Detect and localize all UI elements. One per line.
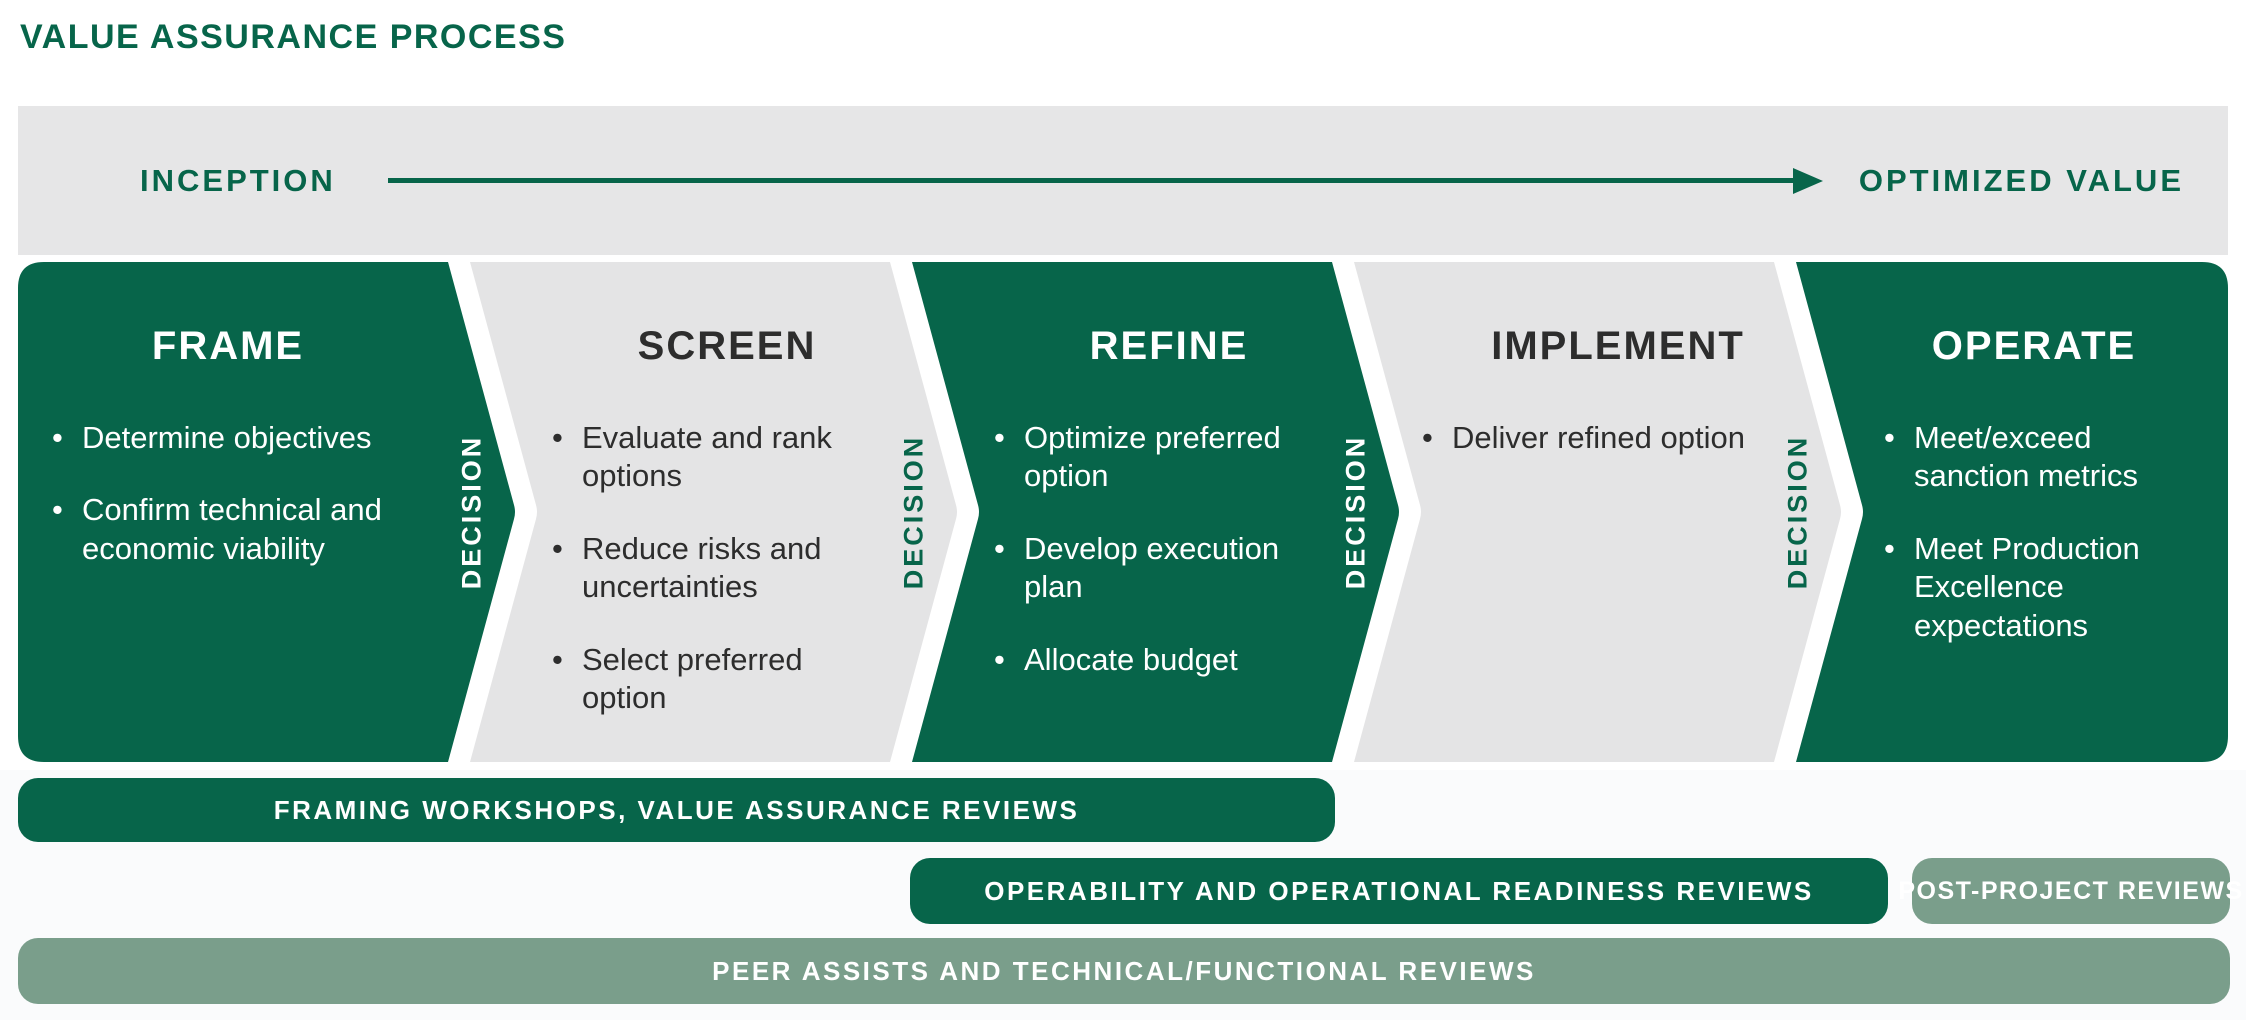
review-bar-post-project: POST-PROJECT REVIEWS — [1898, 858, 2242, 924]
decision-label-screen-refine: DECISION — [898, 434, 929, 590]
stage-title: FRAME — [151, 324, 305, 368]
bullet-dot-icon: • — [1884, 530, 1895, 566]
stage-implement-content: IMPLEMENT • Deliver refined option — [1422, 324, 1814, 457]
bullet-item: • Evaluate and rank options — [552, 420, 832, 494]
review-bar-peer-assists: PEER ASSISTS AND TECHNICAL/FUNCTIONAL RE… — [18, 938, 2230, 1004]
review-bar-operability-readiness: OPERABILITY AND OPERATIONAL READINESS RE… — [910, 858, 1888, 924]
stage-screen: SCREEN • Evaluate and rank options • Red… — [460, 262, 970, 762]
flow-arrow — [387, 167, 1823, 194]
review-bar-label: OPERABILITY AND OPERATIONAL READINESS RE… — [984, 875, 1814, 906]
bullet-dot-icon: • — [1422, 420, 1433, 455]
chevron-shape — [18, 262, 515, 762]
bullet-dot-icon: • — [994, 641, 1005, 677]
bullet-dot-icon: • — [552, 530, 563, 566]
stage-operate: OPERATE • Meet/exceed sanction metrics •… — [1786, 262, 2228, 762]
bullet-list: • Determine objectives • Confirm technic… — [52, 419, 404, 568]
stage-screen-content: SCREEN • Evaluate and rank options • Red… — [552, 324, 902, 718]
page-title: VALUE ASSURANCE PROCESS — [20, 18, 567, 56]
stage-frame: FRAME • Determine objectives • Confirm t… — [18, 262, 528, 762]
bullet-item: • Confirm technical and economic viabili… — [52, 492, 382, 566]
decision-label-frame-screen: DECISION — [456, 434, 487, 590]
bullet-list: • Deliver refined option — [1422, 419, 1814, 457]
chevron-shape — [470, 262, 957, 762]
bullet-dot-icon: • — [994, 420, 1005, 455]
stage-operate-content: OPERATE • Meet/exceed sanction metrics •… — [1884, 324, 2184, 645]
stage-implement: IMPLEMENT • Deliver refined option — [1344, 262, 1854, 762]
decision-label-implement-operate: DECISION — [1782, 434, 1813, 590]
bullet-item: • Select preferred option — [552, 641, 803, 716]
arrow-line — [387, 178, 1793, 183]
bullet-dot-icon: • — [552, 420, 563, 455]
bullet-item: • Determine objectives — [52, 419, 404, 457]
optimized-value-label: OPTIMIZED VALUE — [1858, 162, 2184, 198]
inception-label: INCEPTION — [140, 162, 336, 198]
stage-title: REFINE — [1089, 324, 1249, 368]
bullet-item: • Meet/exceed sanction metrics — [1884, 420, 2138, 494]
chevron-shape — [1796, 262, 2228, 762]
bullet-item: • Deliver refined option — [1422, 419, 1814, 457]
bullet-item: • Optimize preferred option — [994, 420, 1281, 494]
bullet-dot-icon: • — [52, 492, 63, 528]
bullet-list: • Evaluate and rank options • Reduce ris… — [552, 419, 902, 718]
review-bar-label: PEER ASSISTS AND TECHNICAL/FUNCTIONAL RE… — [712, 955, 1536, 986]
stage-title: OPERATE — [1931, 324, 2137, 368]
bullet-list: • Meet/exceed sanction metrics • Meet Pr… — [1884, 419, 2184, 645]
stage-frame-content: FRAME • Determine objectives • Confirm t… — [52, 324, 404, 568]
stage-refine: REFINE • Optimize preferred option • Dev… — [902, 262, 1412, 762]
arrow-head-icon — [1792, 167, 1823, 194]
review-bar-framing-workshops: FRAMING WORKSHOPS, VALUE ASSURANCE REVIE… — [18, 778, 1335, 842]
bullet-dot-icon: • — [994, 530, 1005, 566]
stage-title: SCREEN — [637, 324, 817, 368]
bullet-dot-icon: • — [552, 641, 563, 677]
stage-refine-content: REFINE • Optimize preferred option • Dev… — [994, 324, 1344, 679]
review-bar-label: FRAMING WORKSHOPS, VALUE ASSURANCE REVIE… — [273, 794, 1080, 825]
bullet-item: • Allocate budget — [994, 641, 1344, 679]
stage-flow: FRAME • Determine objectives • Confirm t… — [18, 262, 2228, 762]
stage-title: IMPLEMENT — [1491, 324, 1745, 368]
bullet-dot-icon: • — [1884, 420, 1895, 455]
chevron-shape — [1354, 262, 1841, 762]
phase-banner: INCEPTION OPTIMIZED VALUE — [18, 106, 2228, 255]
decision-label-refine-implement: DECISION — [1340, 434, 1371, 590]
chevron-shape — [912, 262, 1399, 762]
review-bar-label: POST-PROJECT REVIEWS — [1898, 876, 2244, 905]
bullet-list: • Optimize preferred option • Develop ex… — [994, 419, 1344, 679]
bullet-item: • Meet Production Excellence expectation… — [1884, 530, 2140, 643]
bullet-item: • Develop execution plan — [994, 530, 1280, 605]
bullet-dot-icon: • — [52, 420, 63, 455]
bullet-item: • Reduce risks and uncertainties — [552, 530, 822, 605]
